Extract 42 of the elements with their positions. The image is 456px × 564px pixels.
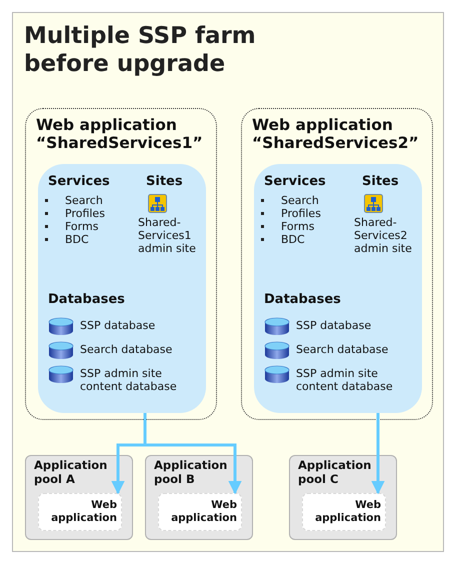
web-application-label: Web application [314,499,381,524]
database-label: SSP admin site content database [296,367,394,393]
web-application-box [38,493,122,531]
application-pool-box [145,455,253,540]
section-heading: Services [48,174,110,189]
database-label: Search database [296,343,390,356]
section-heading: Databases [264,292,341,307]
service-item: BDC [281,233,305,246]
pool-heading: Application pool C [298,459,372,486]
web-application-box [158,493,242,531]
database-label: SSP database [296,319,372,332]
section-heading: Databases [48,292,125,307]
service-item: Forms [65,220,98,233]
connector-arrow [371,413,385,494]
web-application-label: Web application [50,499,117,524]
web-application-container [241,108,433,420]
site-label: Shared- Services1 admin site [138,216,197,255]
section-heading: Services [264,174,326,189]
service-item: Profiles [65,207,105,220]
services-panel [254,164,422,413]
database-label: Search database [80,343,174,356]
web-application-container [25,108,217,420]
database-label: SSP admin site content database [80,367,178,393]
service-item: Profiles [281,207,321,220]
service-item: BDC [65,233,89,246]
service-item: Search [281,194,319,207]
web-application-box [302,493,386,531]
application-pool-box [289,455,397,540]
pool-heading: Application pool B [154,459,228,486]
section-heading: Sites [362,174,399,189]
container-heading: Web application “SharedServices2” [252,117,420,152]
application-pool-box [25,455,133,540]
diagram-title: Multiple SSP farm before upgrade [24,22,257,78]
pool-heading: Application pool A [34,459,108,486]
service-item: Forms [281,220,314,233]
web-application-label: Web application [170,499,237,524]
section-heading: Sites [146,174,183,189]
services-panel [38,164,206,413]
site-label: Shared- Services2 admin site [354,216,413,255]
database-label: SSP database [80,319,156,332]
container-heading: Web application “SharedServices1” [36,117,204,152]
service-item: Search [65,194,103,207]
